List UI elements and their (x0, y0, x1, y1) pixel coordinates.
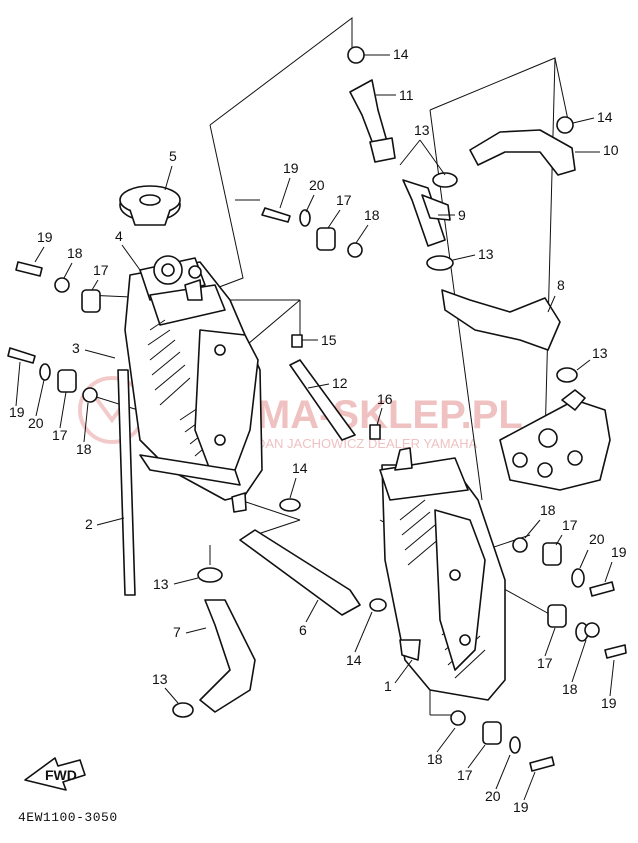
callout-14: 14 (393, 46, 409, 62)
callout-5: 5 (169, 148, 177, 164)
callout-19: 19 (37, 229, 53, 245)
callout-7: 7 (173, 624, 181, 640)
callout-17: 17 (537, 655, 553, 671)
diagram-code: 4EW1100-3050 (18, 810, 118, 825)
callout-13: 13 (414, 122, 430, 138)
callout-18: 18 (562, 681, 578, 697)
callout-18: 18 (76, 441, 92, 457)
watermark-subtitle: JORDAN JACHOWICZ DEALER YAMAHA (230, 436, 478, 451)
callout-19: 19 (513, 799, 529, 815)
cylinder-head (499, 389, 611, 491)
callout-20: 20 (589, 531, 605, 547)
hoses (117, 79, 576, 713)
callout-12: 12 (332, 375, 348, 391)
callout-6: 6 (299, 622, 307, 638)
fwd-arrow: FWD (24, 757, 86, 791)
callout-20: 20 (485, 788, 501, 804)
callout-14: 14 (346, 652, 362, 668)
callout-20: 20 (28, 415, 44, 431)
callout-3: 3 (72, 340, 80, 356)
callout-19: 19 (283, 160, 299, 176)
callout-11: 11 (399, 87, 414, 103)
callout-17: 17 (562, 517, 578, 533)
callout-18: 18 (540, 502, 556, 518)
callout-19: 19 (611, 544, 627, 560)
callout-1: 1 (384, 678, 392, 694)
right-radiator (379, 447, 506, 701)
callout-10: 10 (603, 142, 619, 158)
callout-14: 14 (597, 109, 613, 125)
callout-13: 13 (152, 671, 168, 687)
callout-2: 2 (85, 516, 93, 532)
callouts: 14 11 14 13 10 5 19 20 17 18 9 19 4 18 1… (9, 46, 627, 815)
callout-9: 9 (458, 207, 466, 223)
callout-13: 13 (153, 576, 169, 592)
callout-18: 18 (67, 245, 83, 261)
callout-19: 19 (9, 404, 25, 420)
callout-19: 19 (601, 695, 617, 711)
callout-13: 13 (592, 345, 608, 361)
callout-18: 18 (427, 751, 443, 767)
callout-18: 18 (364, 207, 380, 223)
callout-17: 17 (93, 262, 109, 278)
callout-17: 17 (457, 767, 473, 783)
callout-17: 17 (336, 192, 352, 208)
callout-13: 13 (478, 246, 494, 262)
callout-17: 17 (52, 427, 68, 443)
callout-16: 16 (377, 391, 393, 407)
callout-15: 15 (321, 332, 337, 348)
callout-14: 14 (292, 460, 308, 476)
fwd-label: FWD (45, 767, 77, 783)
radiator-cap (119, 185, 181, 226)
callout-4: 4 (115, 228, 123, 244)
callout-8: 8 (557, 277, 565, 293)
fasteners (7, 46, 627, 772)
callout-20: 20 (309, 177, 325, 193)
left-radiator (124, 255, 263, 513)
